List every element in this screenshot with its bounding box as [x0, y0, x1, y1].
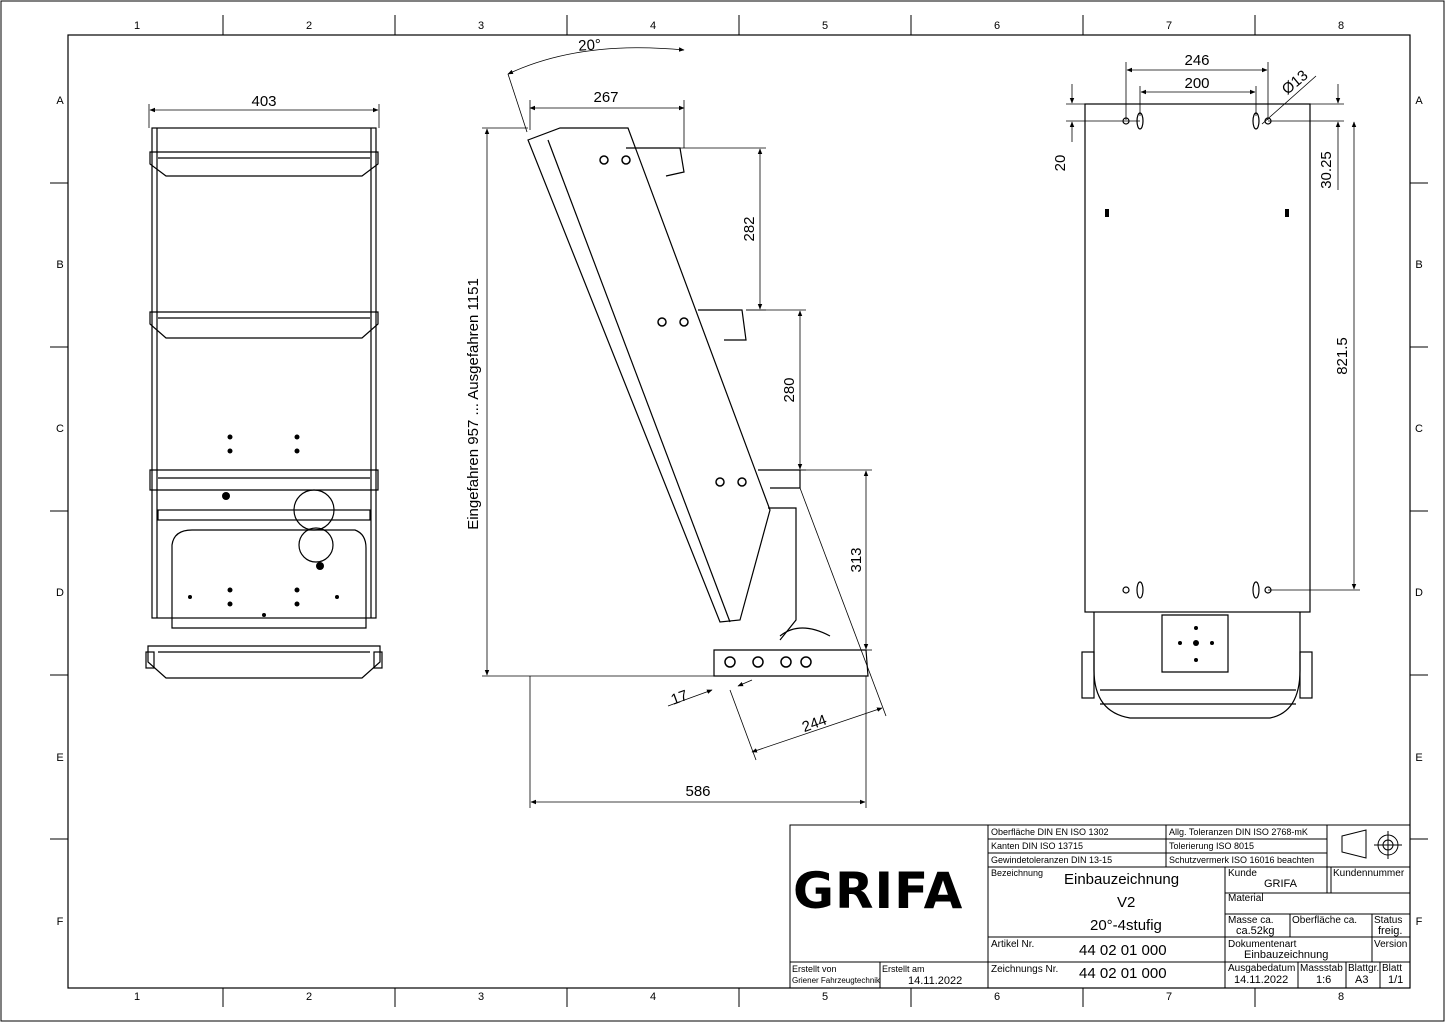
row-label: E	[1415, 752, 1422, 764]
dimension-labels: 403 20° 267 282 280 313 17 244 586 Einge…	[251, 36, 1351, 800]
tolerancing-standard: Tolerierung ISO 8015	[1169, 841, 1255, 851]
protection-note: Schutzvermerk ISO 16016 beachten	[1169, 855, 1315, 865]
erstellt-am-value: 14.11.2022	[908, 975, 963, 987]
zone-labels: 1 2 3 4 5 6 7 8 1 2 3 4 5 6 7 8 A B C D …	[56, 20, 1423, 1003]
side-view	[527, 127, 869, 677]
col-label: 5	[822, 991, 828, 1003]
ausgabe-value: 14.11.2022	[1234, 974, 1289, 986]
company-logo: GRIFA	[793, 862, 964, 920]
col-label: 8	[1338, 20, 1344, 32]
dim-height: Eingefahren 957 ... Ausgefahren 1151	[465, 278, 482, 530]
blatt-value: 1/1	[1388, 974, 1404, 986]
col-label: 3	[478, 991, 484, 1003]
dim-200: 200	[1184, 75, 1209, 92]
row-label: C	[1415, 423, 1423, 435]
dokumentenart-value: Einbauzeichnung	[1244, 949, 1329, 961]
status-value: freig.	[1378, 925, 1403, 937]
blatt-label: Blatt	[1382, 963, 1403, 974]
col-label: 2	[306, 991, 312, 1003]
dim-angle: 20°	[578, 36, 602, 55]
erstellt-von-value: Griener Fahrzeugtechnik	[792, 976, 881, 985]
row-label: F	[1416, 916, 1423, 928]
front-holes	[188, 434, 339, 617]
row-label: D	[1415, 587, 1423, 599]
blattgr-value: A3	[1355, 974, 1369, 986]
col-label: 7	[1166, 20, 1172, 32]
dim-244: 244	[800, 712, 829, 737]
tolerance-standard: Allg. Toleranzen DIN ISO 2768-mK	[1169, 827, 1308, 837]
version-label: Version	[1374, 939, 1408, 950]
dim-3025: 30.25	[1318, 151, 1335, 189]
col-label: 6	[994, 20, 1000, 32]
dim-dia: Ø13	[1279, 67, 1312, 98]
bezeichnung-line1: Einbauzeichnung	[1064, 871, 1180, 888]
row-label: D	[56, 587, 64, 599]
bezeichnung-line2: V2	[1117, 894, 1136, 911]
row-label: A	[56, 95, 64, 107]
dim-246: 246	[1184, 52, 1209, 69]
title-block-grid	[789, 824, 1411, 989]
zeichnungs-label: Zeichnungs Nr.	[991, 964, 1059, 975]
back-slots	[1105, 209, 1289, 662]
masse-value: ca.52kg	[1236, 925, 1275, 937]
erstellt-von-label: Erstellt von	[792, 964, 837, 974]
zeichnungs-value: 44 02 01 000	[1079, 965, 1167, 982]
masse-label: Masse ca.	[1228, 915, 1274, 926]
dim-20: 20	[1052, 155, 1069, 172]
edges-standard: Kanten DIN ISO 13715	[991, 841, 1084, 851]
dim-8215: 821.5	[1334, 337, 1351, 375]
oberflaeche-label: Oberfläche ca.	[1292, 915, 1358, 926]
col-label: 7	[1166, 991, 1172, 1003]
dim-267: 267	[593, 89, 618, 106]
col-label: 8	[1338, 991, 1344, 1003]
col-label: 2	[306, 20, 312, 32]
kunde-label: Kunde	[1228, 868, 1257, 879]
massstab-label: Massstab	[1300, 963, 1343, 974]
artikel-value: 44 02 01 000	[1079, 942, 1167, 959]
col-label: 1	[134, 991, 140, 1003]
dim-17: 17	[669, 687, 690, 709]
dim-403: 403	[251, 93, 276, 110]
row-label: E	[56, 752, 63, 764]
row-label: B	[56, 259, 63, 271]
dimension-lines	[148, 47, 1360, 808]
col-label: 5	[822, 20, 828, 32]
dim-280: 280	[781, 377, 798, 402]
col-label: 4	[650, 20, 656, 32]
dim-313: 313	[848, 547, 865, 572]
kundennummer-label: Kundennummer	[1333, 868, 1405, 879]
side-holes	[599, 155, 812, 668]
erstellt-am-label: Erstellt am	[882, 964, 925, 974]
row-label: A	[1415, 95, 1423, 107]
surface-standard: Oberfläche DIN EN ISO 1302	[991, 827, 1109, 837]
col-label: 3	[478, 20, 484, 32]
thread-standard: Gewindetoleranzen DIN 13-15	[991, 855, 1113, 865]
ausgabe-label: Ausgabedatum	[1228, 963, 1296, 974]
kunde-value: GRIFA	[1264, 878, 1298, 890]
dokumentenart-label: Dokumentenart	[1228, 939, 1297, 950]
dim-586: 586	[685, 783, 710, 800]
zone-ticks	[50, 15, 1428, 1007]
col-label: 1	[134, 20, 140, 32]
bezeichnung-line3: 20°-4stufig	[1090, 917, 1162, 934]
massstab-value: 1:6	[1316, 974, 1332, 986]
row-label: F	[57, 916, 64, 928]
status-label: Status	[1374, 915, 1403, 926]
col-label: 4	[650, 991, 656, 1003]
bezeichnung-label: Bezeichnung	[991, 868, 1044, 878]
artikel-label: Artikel Nr.	[991, 939, 1035, 950]
blattgr-label: Blattgr.	[1348, 963, 1380, 974]
col-label: 6	[994, 991, 1000, 1003]
back-view	[1081, 103, 1313, 719]
row-label: C	[56, 423, 64, 435]
row-label: B	[1415, 259, 1422, 271]
dim-282: 282	[741, 216, 758, 241]
front-view	[145, 127, 383, 679]
material-label: Material	[1228, 893, 1264, 904]
